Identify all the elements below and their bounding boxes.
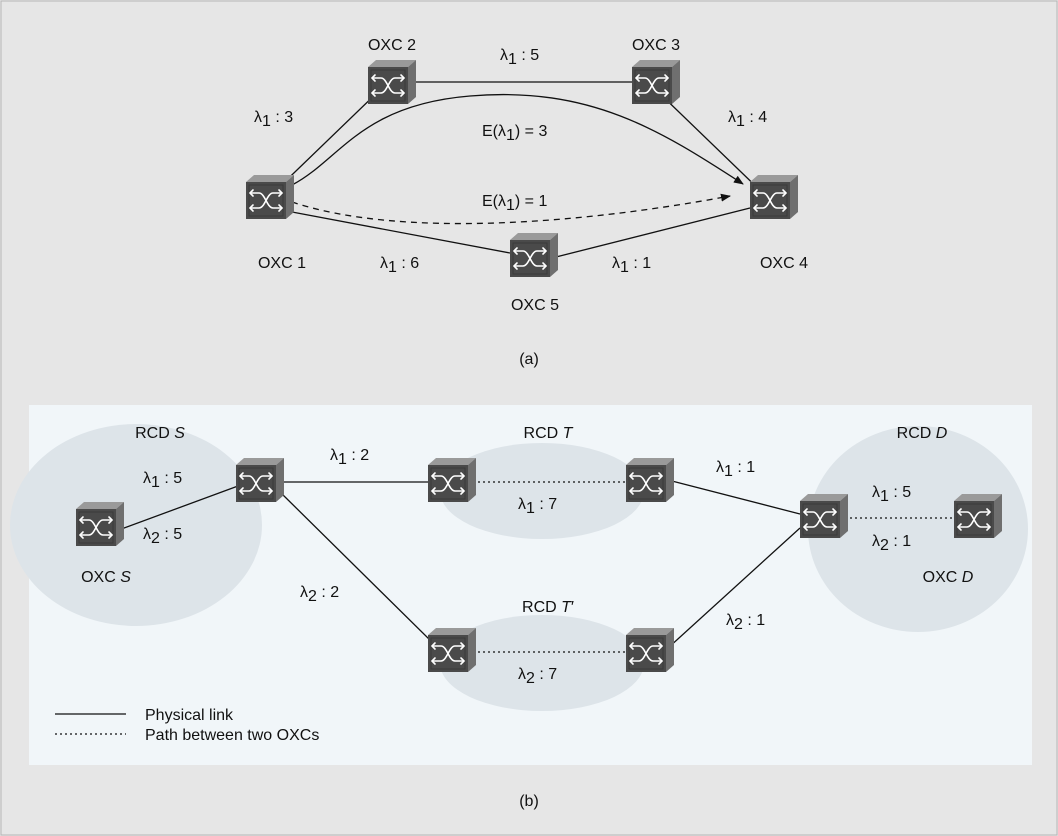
oxc2-switch-icon: [367, 59, 417, 105]
link-oxc3-oxc4: [651, 85, 769, 199]
link-tp-right-d-gateway: [667, 527, 801, 649]
path-label-upper: E(λ1) = 3: [482, 123, 547, 144]
link-label-oxc1-oxc5: λ1 : 6: [380, 255, 419, 276]
legend-physical-link-label: Physical link: [145, 707, 234, 724]
link-label-s-lambda1: λ1 : 5: [143, 470, 182, 491]
oxc2-label: OXC 2: [368, 37, 416, 54]
link-oxc5-oxc4: [551, 207, 751, 259]
link-oxc1-oxc5: [291, 211, 511, 254]
link-label-bottom-left: λ2 : 2: [300, 584, 339, 605]
oxc1-label: OXC 1: [258, 255, 306, 272]
rcd-d-label: RCD D: [897, 425, 948, 442]
oxc4-label: OXC 4: [760, 255, 808, 272]
rcd-s-region: [10, 424, 262, 626]
oxc3-switch-icon: [631, 59, 681, 105]
oxc-s-switch-icon: [75, 501, 125, 547]
rcd-t-label: RCD T: [524, 425, 574, 442]
rcd-d-gateway-switch-icon: [799, 493, 849, 539]
link-label-tp-path: λ2 : 7: [518, 666, 557, 687]
rcd-s-gateway-switch-icon: [235, 457, 285, 503]
link-label-top-left: λ1 : 2: [330, 447, 369, 468]
oxc-s-label: OXC S: [81, 569, 131, 586]
rcd-s-label: RCD S: [135, 425, 185, 442]
link-label-oxc3-oxc4: λ1 : 4: [728, 109, 767, 130]
legend: Physical link Path between two OXCs: [55, 707, 319, 744]
panel-a: OXC 1 OXC 2 OXC 3 OXC 4 OXC 5 λ1 : 3 λ1 …: [245, 37, 808, 368]
rcd-tp-label: RCD T′: [522, 599, 574, 616]
link-gateway-tp-left: [279, 491, 433, 643]
link-label-oxc1-oxc2: λ1 : 3: [254, 109, 293, 130]
path-upper-arrow: [291, 93, 744, 186]
oxc4-switch-icon: [749, 174, 799, 220]
oxc-d-label: OXC D: [923, 569, 974, 586]
link-label-d-lambda2: λ2 : 1: [872, 533, 911, 554]
link-label-s-lambda2: λ2 : 5: [143, 526, 182, 547]
oxc-d-switch-icon: [953, 493, 1003, 539]
oxc5-switch-icon: [509, 232, 559, 278]
link-label-t-path: λ1 : 7: [518, 496, 557, 517]
link-oxcs-gateway: [115, 485, 239, 532]
link-label-oxc5-oxc4: λ1 : 1: [612, 255, 651, 276]
link-t-right-d-gateway: [667, 479, 801, 515]
oxc3-label: OXC 3: [632, 37, 680, 54]
path-lower-arrow: [291, 193, 731, 225]
oxc1-switch-icon: [245, 174, 295, 220]
rcd-t-region: [440, 443, 644, 539]
rcd-tp-region: [440, 615, 644, 711]
panel-b: RCD S RCD T RCD T′ RCD D OXC S OXC D λ1 …: [10, 424, 1028, 810]
caption-a: (a): [519, 351, 539, 368]
link-label-bottom-right: λ2 : 1: [726, 612, 765, 633]
rcd-t-left-switch-icon: [427, 457, 477, 503]
rcd-d-region: [808, 426, 1028, 632]
rcd-tp-left-switch-icon: [427, 627, 477, 673]
link-label-top-right: λ1 : 1: [716, 459, 755, 480]
rcd-tp-right-switch-icon: [625, 627, 675, 673]
link-label-d-lambda1: λ1 : 5: [872, 484, 911, 505]
rcd-t-right-switch-icon: [625, 457, 675, 503]
legend-path-label: Path between two OXCs: [145, 727, 319, 744]
link-label-oxc2-oxc3: λ1 : 5: [500, 47, 539, 68]
caption-b: (b): [519, 793, 539, 810]
path-label-lower: E(λ1) = 1: [482, 193, 547, 214]
oxc5-label: OXC 5: [511, 297, 559, 314]
